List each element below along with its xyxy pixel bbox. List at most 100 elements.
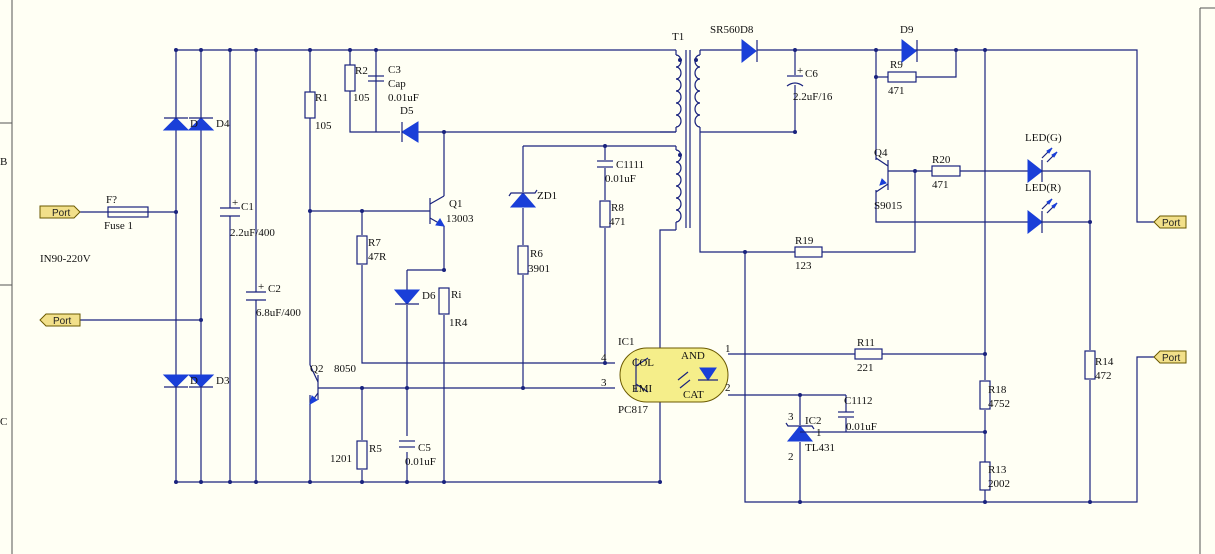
diode-sr560[interactable]: SR560D8	[710, 24, 758, 64]
port-ac-in-1[interactable]: Port	[39, 205, 81, 219]
port-label: Port	[1162, 353, 1181, 364]
capacitor-c6[interactable]: + C6 2.2uF/16	[786, 65, 833, 103]
ic1-ref: IC1	[618, 336, 635, 348]
r6-ref: R6	[530, 248, 543, 260]
r18-ref: R18	[988, 384, 1007, 396]
c5-value: 0.01uF	[405, 456, 436, 468]
q4-ref: Q4	[874, 147, 888, 159]
r20-ref: R20	[932, 154, 951, 166]
resistor-r11[interactable]: R11 221	[854, 337, 883, 374]
bridge-diode-top-left[interactable]	[162, 117, 190, 131]
resistor-ri[interactable]: Ri 1R4	[438, 287, 468, 329]
ic1-emi: EMI	[632, 383, 653, 395]
bridge-top-letter: D	[190, 118, 198, 130]
c1-plus: +	[232, 197, 238, 209]
r14-value: 472	[1095, 370, 1112, 382]
c1112-ref: C1112	[844, 395, 873, 407]
resistor-r20[interactable]: R20 471	[931, 154, 961, 191]
port-label: Port	[53, 316, 72, 327]
port-out-negative[interactable]: Port	[1153, 350, 1187, 364]
r6-value: 3901	[528, 263, 550, 275]
q1-ref: Q1	[449, 198, 462, 210]
transistor-q2[interactable]: Q2 8050	[309, 363, 357, 406]
c3-value-2: 0.01uF	[388, 92, 419, 104]
optocoupler-ic1[interactable]: IC1 PC817 COL EMI AND CAT 1 2 3 4	[601, 336, 731, 416]
c6-plus: +	[797, 65, 803, 77]
capacitor-c1[interactable]: + C1 2.2uF/400	[220, 197, 275, 239]
c1112-value: 0.01uF	[846, 421, 877, 433]
bridge-bottom-letter: D	[190, 375, 198, 387]
capacitor-c2[interactable]: + C2 6.8uF/400	[246, 281, 301, 319]
resistor-r18[interactable]: R18 4752	[979, 380, 1010, 410]
resistor-r6[interactable]: R6 3901	[517, 245, 550, 275]
ic1-pin3: 3	[601, 377, 607, 389]
resistor-r7[interactable]: R7 47R	[356, 235, 387, 265]
r9-value: 471	[888, 85, 905, 97]
bridge-diode-bottom-left[interactable]	[162, 374, 190, 388]
ic2-part: TL431	[805, 442, 835, 454]
ic2-pin2: 2	[788, 451, 794, 463]
r19-ref: R19	[795, 235, 814, 247]
r13-value: 2002	[988, 478, 1010, 490]
c1111-ref: C1111	[616, 159, 644, 171]
capacitor-c1112[interactable]: C1112 0.01uF	[800, 394, 877, 433]
port-ac-in-2[interactable]: Port	[39, 313, 81, 327]
resistor-r1[interactable]: R1 105	[304, 91, 332, 132]
ic1-col: COL	[632, 357, 654, 369]
ri-ref: Ri	[451, 289, 461, 301]
r1-value: 105	[315, 120, 332, 132]
r11-value: 221	[857, 362, 874, 374]
q4-value: S9015	[874, 200, 903, 212]
c5-ref: C5	[418, 442, 431, 454]
zone-label-b: B	[0, 156, 7, 168]
capacitor-c1111[interactable]: C1111 0.01uF	[597, 159, 644, 185]
r11-ref: R11	[857, 337, 875, 349]
ic2-pin3: 3	[788, 411, 794, 423]
resistor-r5[interactable]: R5 1201	[330, 440, 382, 470]
q2-value: 8050	[334, 363, 357, 375]
c2-ref: C2	[268, 283, 281, 295]
c1-value: 2.2uF/400	[230, 227, 275, 239]
r8-value: 471	[609, 216, 626, 228]
transformer-t1[interactable]: T1	[660, 31, 701, 230]
r19-value: 123	[795, 260, 812, 272]
resistor-r2[interactable]: R2 105	[344, 64, 370, 104]
c3-ref: C3	[388, 64, 401, 76]
d5-ref: D5	[400, 105, 414, 117]
ri-value: 1R4	[449, 317, 468, 329]
fuse-f1[interactable]: F? Fuse 1	[104, 194, 149, 232]
capacitor-c5[interactable]: C5 0.01uF	[399, 440, 436, 468]
led-red[interactable]: LED(R)	[1025, 182, 1061, 235]
ic1-pin2: 2	[725, 382, 731, 394]
resistor-r19[interactable]: R19 123	[794, 235, 823, 272]
port-out-positive[interactable]: Port	[1153, 215, 1187, 229]
bridge-diode-d4[interactable]: D4 D	[187, 117, 230, 131]
led-red-label: LED(R)	[1025, 182, 1061, 194]
c3-value-1: Cap	[388, 78, 406, 90]
r2-value: 105	[353, 92, 370, 104]
shunt-regulator-ic2[interactable]: IC2 TL431 3 1 2	[785, 411, 835, 463]
c2-plus: +	[258, 281, 264, 293]
c2-value: 6.8uF/400	[256, 307, 301, 319]
r1-ref: R1	[315, 92, 328, 104]
resistor-r9[interactable]: R9 471	[887, 59, 917, 97]
resistor-r8[interactable]: R8 471	[599, 200, 626, 228]
led-green[interactable]: LED(G)	[1025, 132, 1062, 184]
transistor-q4[interactable]: Q4 S9015	[874, 147, 915, 212]
ic1-pin1: 1	[725, 343, 731, 355]
r2-ref: R2	[355, 65, 368, 77]
transistor-q1[interactable]: Q1 13003	[429, 195, 474, 227]
capacitor-c3[interactable]: C3 Cap 0.01uF	[368, 64, 419, 104]
c1111-value: 0.01uF	[605, 173, 636, 185]
diode-d5[interactable]: D5	[400, 105, 419, 143]
diode-d9[interactable]: D9	[900, 24, 918, 64]
bridge-diode-d3[interactable]: D3 D	[187, 374, 230, 388]
r7-ref: R7	[368, 237, 381, 249]
resistor-r14[interactable]: R14 472	[1084, 350, 1114, 382]
resistor-r13[interactable]: R13 2002	[979, 461, 1010, 491]
ic1-and: AND	[681, 350, 705, 362]
diode-d6[interactable]: D6	[393, 289, 436, 305]
c1-ref: C1	[241, 201, 254, 213]
zener-zd1[interactable]: ZD1	[508, 189, 557, 208]
